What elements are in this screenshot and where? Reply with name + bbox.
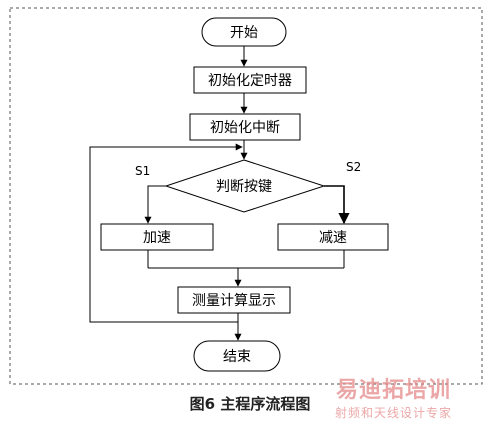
watermark-title: 易迪拓培训 <box>336 378 452 403</box>
end-node-label: 结束 <box>223 349 251 365</box>
measure-display-label: 测量计算显示 <box>192 293 276 309</box>
dashed-frame <box>9 7 483 385</box>
start-node: 开始 <box>201 17 287 47</box>
accelerate-label: 加速 <box>143 230 171 246</box>
arrow-decision-to-accelerate <box>144 185 166 224</box>
decelerate-node: 减速 <box>277 223 389 251</box>
loop-back-line <box>89 143 243 323</box>
figure-caption: 图6 主程序流程图 <box>189 395 311 413</box>
init-interrupt-label: 初始化中断 <box>210 119 280 136</box>
decelerate-label: 减速 <box>319 230 347 246</box>
start-node-label: 开始 <box>230 25 258 41</box>
arrow-decision-to-decelerate <box>324 185 350 225</box>
init-interrupt-node: 初始化中断 <box>189 113 301 141</box>
check-key-decision: 判断按键 <box>164 159 326 213</box>
end-node: 结束 <box>193 340 281 372</box>
accelerate-node: 加速 <box>100 223 214 251</box>
init-timer-node: 初始化定时器 <box>193 66 307 94</box>
init-timer-label: 初始化定时器 <box>208 72 292 89</box>
measure-display-node: 测量计算显示 <box>177 286 291 314</box>
branch-label-s1: S1 <box>135 164 150 178</box>
check-key-label: 判断按键 <box>216 179 272 195</box>
branch-label-s2: S2 <box>346 160 361 174</box>
watermark-subtitle: 射频和天线设计专家 <box>335 406 453 420</box>
